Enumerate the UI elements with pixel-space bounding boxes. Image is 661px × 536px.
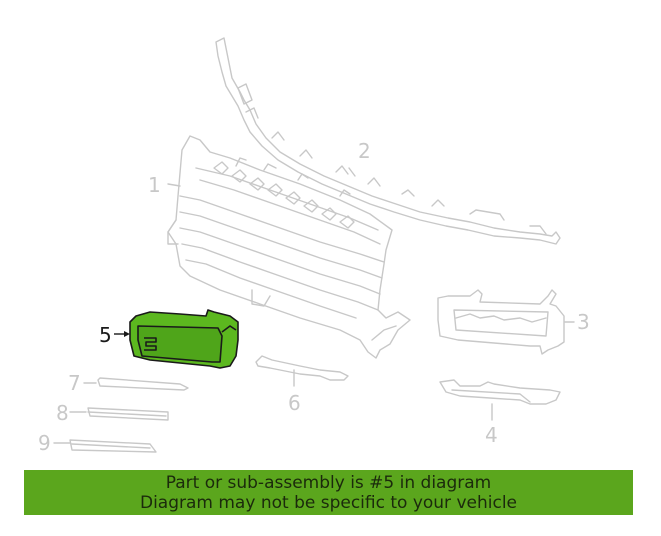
banner-line-part-number: Part or sub-assembly is #5 in diagram <box>165 473 492 493</box>
part-2-upper-bracket <box>215 37 561 245</box>
part-9-strip <box>53 439 157 453</box>
part-4-lower-trim <box>439 379 561 421</box>
part-1-grille <box>167 135 411 359</box>
callout-9: 9 <box>38 431 51 455</box>
callout-2: 2 <box>358 139 371 163</box>
callout-7: 7 <box>68 371 81 395</box>
banner-line-disclaimer: Diagram may not be specific to your vehi… <box>139 493 517 513</box>
info-banner: Part or sub-assembly is #5 in diagram Di… <box>24 470 633 515</box>
callout-4: 4 <box>485 423 498 447</box>
callout-6: 6 <box>288 391 301 415</box>
callout-8: 8 <box>56 401 69 425</box>
part-7-strip <box>83 377 189 391</box>
callout-5: 5 <box>99 323 112 347</box>
part-8-strip <box>69 407 169 421</box>
part-3-fog-bezel <box>437 289 575 355</box>
part-5-highlighted-bezel <box>129 309 239 369</box>
callout-1: 1 <box>148 173 161 197</box>
part-6-center-strip <box>255 355 349 387</box>
callout-3: 3 <box>577 310 590 334</box>
